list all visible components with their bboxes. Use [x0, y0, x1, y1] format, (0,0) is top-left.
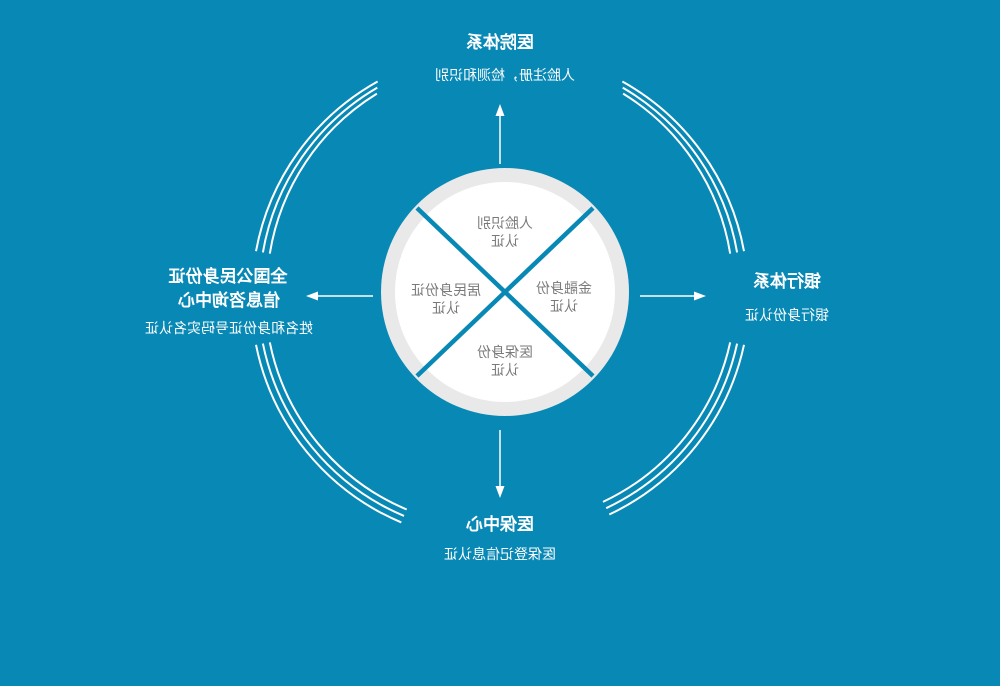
node-right-title: 银行体系 — [753, 271, 821, 292]
node-bottom: 医保中心 医保登记信息认证 — [444, 514, 556, 563]
sector-left-line2: 认证 — [432, 301, 460, 317]
node-top-subtitle: 人脸注册，检测和识别 — [435, 68, 575, 84]
ring-arc-bottom-left — [255, 342, 408, 524]
sector-right-line2: 认证 — [550, 299, 578, 315]
sector-top-line2: 认证 — [491, 234, 519, 250]
sector-right-line1: 金融身份 — [536, 281, 592, 297]
node-bottom-title: 医保中心 — [466, 514, 534, 535]
sector-bottom-line1: 医保身份 — [477, 345, 533, 361]
node-right: 银行体系 银行身份认证 — [745, 271, 829, 324]
node-left-title-line1: 全国公民身份证 — [169, 266, 289, 287]
node-left: 全国公民身份证 信息咨询中心 姓名和身份证号码实名认证 — [145, 266, 313, 337]
sector-left-line1: 居民身份证 — [411, 283, 481, 299]
center-disc — [381, 168, 629, 416]
node-top-title: 医院体系 — [466, 32, 534, 53]
node-right-subtitle: 银行身份认证 — [745, 308, 829, 324]
connectors — [306, 104, 706, 498]
sector-bottom-line2: 认证 — [491, 363, 519, 379]
node-bottom-subtitle: 医保登记信息认证 — [444, 546, 556, 563]
cross-line-2 — [415, 206, 595, 378]
node-left-subtitle: 姓名和身份证号码实名认证 — [145, 321, 313, 337]
outer-rings — [255, 80, 745, 524]
node-top: 医院体系 人脸注册，检测和识别 — [435, 32, 575, 84]
sector-labels: 人脸识别 认证 金融身份 认证 医保身份 认证 居民身份证 认证 — [411, 216, 592, 379]
ring-arc-top-left — [255, 80, 379, 254]
arrow-to-left — [306, 291, 373, 301]
arrow-to-top — [495, 104, 505, 164]
arrow-to-right — [640, 291, 706, 301]
arrow-to-bottom — [495, 430, 505, 498]
ring-arc-bottom-right — [602, 342, 745, 516]
sector-top-line1: 人脸识别 — [477, 216, 533, 232]
node-left-title-line2: 信息咨询中心 — [178, 290, 280, 311]
ring-arc-top-right — [621, 80, 745, 254]
